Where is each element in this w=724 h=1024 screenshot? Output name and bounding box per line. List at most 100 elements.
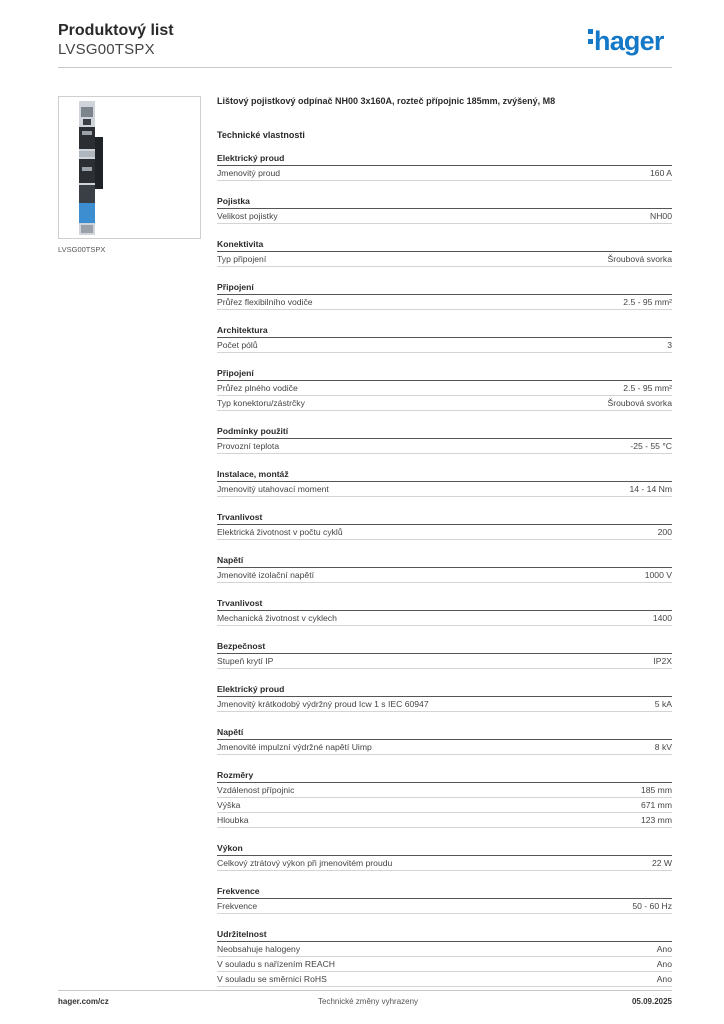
spec-value: 1000 V — [644, 570, 672, 580]
footer-disclaimer: Technické změny vyhrazeny — [318, 997, 419, 1006]
spec-label: Neobsahuje halogeny — [217, 944, 301, 954]
spec-group-title: Rozměry — [217, 769, 672, 783]
spec-row: Jmenovitý krátkodobý výdržný proud Icw 1… — [217, 697, 672, 712]
spec-row: Hloubka 123 mm — [217, 813, 672, 828]
spec-row: Vzdálenost přípojnic 185 mm — [217, 783, 672, 798]
spec-label: Jmenovité impulzní výdržné napětí Uimp — [217, 742, 372, 752]
spec-group-title: Výkon — [217, 842, 672, 856]
spec-value: IP2X — [653, 656, 672, 666]
spec-label: Typ konektoru/zástrčky — [217, 398, 305, 408]
spec-label: Mechanická životnost v cyklech — [217, 613, 337, 623]
spec-value: Šroubová svorka — [607, 398, 673, 408]
spec-group-title: Elektrický proud — [217, 152, 672, 166]
spec-row: Provozní teplota -25 - 55 °C — [217, 439, 672, 454]
spec-group-title: Napětí — [217, 554, 672, 568]
spec-group-title: Napětí — [217, 726, 672, 740]
spec-label: Provozní teplota — [217, 441, 280, 451]
spec-label: Průřez flexibilního vodiče — [217, 297, 313, 307]
logo-text: hager — [594, 26, 664, 56]
spec-row: Velikost pojistky NH00 — [217, 209, 672, 224]
spec-value: Ano — [656, 974, 672, 984]
product-image-frame — [58, 96, 201, 239]
spec-row: Jmenovité izolační napětí 1000 V — [217, 568, 672, 583]
spec-value: 5 kA — [654, 699, 672, 709]
footer-divider — [58, 990, 672, 991]
spec-row: Jmenovitý utahovací moment 14 - 14 Nm — [217, 482, 672, 497]
spec-value: 50 - 60 Hz — [632, 901, 672, 911]
spec-label: Jmenovitý utahovací moment — [217, 484, 329, 494]
spec-group-title: Pojistka — [217, 195, 672, 209]
spec-value: 1400 — [652, 613, 672, 623]
spec-row: Průřez flexibilního vodiče 2.5 - 95 mm² — [217, 295, 672, 310]
header-divider — [58, 67, 672, 68]
footer-website: hager.com/cz — [58, 997, 109, 1006]
spec-value: 22 W — [651, 858, 672, 868]
spec-row: Frekvence 50 - 60 Hz — [217, 899, 672, 914]
spec-label: Elektrická životnost v počtu cyklů — [217, 527, 343, 537]
spec-label: Hloubka — [217, 815, 249, 825]
spec-value: 2.5 - 95 mm² — [623, 297, 672, 307]
spec-label: Počet pólů — [217, 340, 258, 350]
spec-group-title: Instalace, montáž — [217, 468, 672, 482]
spec-group-title: Elektrický proud — [217, 683, 672, 697]
spec-row: Celkový ztrátový výkon při jmenovitém pr… — [217, 856, 672, 871]
spec-label: Stupeň krytí IP — [217, 656, 274, 666]
spec-label: Jmenovité izolační napětí — [217, 570, 314, 580]
spec-group-title: Architektura — [217, 324, 672, 338]
spec-value: 123 mm — [640, 815, 672, 825]
spec-label: Výška — [217, 800, 241, 810]
hager-logo: hager — [588, 25, 664, 56]
footer-date: 05.09.2025 — [631, 997, 672, 1006]
spec-group-title: Podmínky použití — [217, 425, 672, 439]
spec-label: Jmenovitý krátkodobý výdržný proud Icw 1… — [217, 699, 429, 709]
spec-group-title: Připojení — [217, 281, 672, 295]
spec-label: Velikost pojistky — [217, 211, 278, 221]
product-description: Lištový pojistkový odpínač NH00 3x160A, … — [217, 96, 556, 106]
spec-value: 3 — [667, 340, 672, 350]
spec-row: Elektrická životnost v počtu cyklů 200 — [217, 525, 672, 540]
spec-group-title: Připojení — [217, 367, 672, 381]
spec-label: Typ připojení — [217, 254, 267, 264]
spec-group-title: Frekvence — [217, 885, 672, 899]
spec-value: 671 mm — [640, 800, 672, 810]
spec-value: 8 kV — [654, 742, 672, 752]
section-title: Technické vlastnosti — [217, 130, 305, 140]
spec-value: NH00 — [650, 211, 672, 221]
spec-value: 2.5 - 95 mm² — [623, 383, 672, 393]
spec-value: -25 - 55 °C — [630, 441, 672, 451]
spec-group-title: Konektivita — [217, 238, 672, 252]
spec-value: 14 - 14 Nm — [629, 484, 672, 494]
spec-label: Vzdálenost přípojnic — [217, 785, 295, 795]
fuse-switch-disconnector-image — [79, 101, 103, 235]
spec-label: Frekvence — [217, 901, 258, 911]
spec-group-title: Bezpečnost — [217, 640, 672, 654]
logo-colon-icon — [588, 24, 594, 49]
spec-group-title: Trvanlivost — [217, 511, 672, 525]
spec-value: 200 — [657, 527, 672, 537]
spec-row: Typ konektoru/zástrčky Šroubová svorka — [217, 396, 672, 411]
spec-value: Ano — [656, 959, 672, 969]
spec-value: 185 mm — [640, 785, 672, 795]
spec-label: Jmenovitý proud — [217, 168, 281, 178]
spec-row: Mechanická životnost v cyklech 1400 — [217, 611, 672, 626]
